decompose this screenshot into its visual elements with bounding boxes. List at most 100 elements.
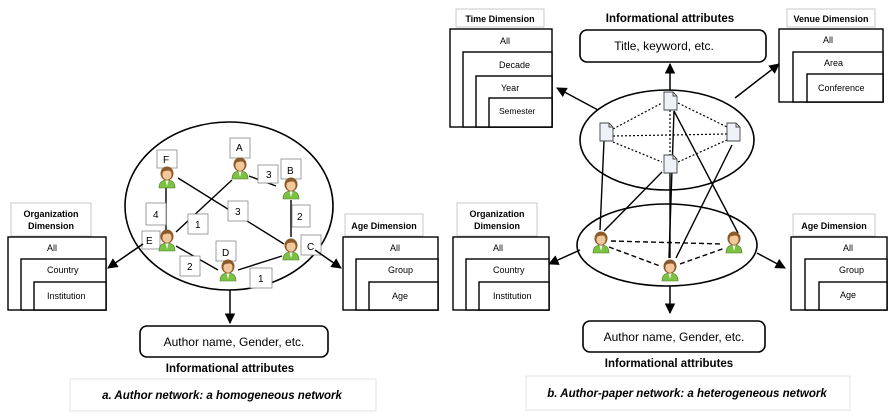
org-level-country: Country	[47, 265, 79, 275]
age-level-age: Age	[392, 291, 408, 301]
left-organization-dimension: Organization Dimension All Country Insti…	[7, 202, 107, 311]
age-level-group-right: Group	[839, 265, 864, 275]
person-icon	[282, 238, 300, 261]
paper-network-ellipse	[579, 89, 755, 191]
time-level-all: All	[500, 36, 510, 46]
left-attributes-box	[139, 325, 329, 358]
person-icon	[219, 259, 237, 282]
time-level-year: Year	[501, 83, 519, 93]
org-level-institution-right: Institution	[493, 291, 532, 301]
left-caption-box	[69, 378, 377, 412]
org-title-box-right	[456, 202, 538, 237]
person-icon	[661, 259, 679, 282]
node-label-d: D	[222, 248, 229, 259]
left-attributes-label: Informational attributes	[166, 363, 294, 375]
author-paper-links	[599, 110, 739, 259]
age-level-age-right: Age	[840, 290, 856, 300]
age-title: Age Dimension	[351, 221, 417, 231]
top-attributes-label: Informational attributes	[606, 13, 734, 25]
org-title-line2-right: Dimension	[474, 221, 520, 231]
arrow-to-venue	[734, 63, 780, 99]
top-attributes-box	[579, 29, 767, 63]
document-icon	[599, 122, 614, 142]
org-level-institution: Institution	[47, 291, 86, 301]
bottom-attributes-box	[582, 320, 766, 353]
age-title-box	[344, 213, 424, 237]
org-title-box	[10, 202, 92, 237]
right-author-paper-network: Time Dimension All Decade Year Semester …	[449, 8, 888, 411]
age-level-all-right: All	[843, 243, 853, 253]
right-caption: b. Author-paper network: a heterogeneous…	[547, 388, 827, 400]
document-icon	[663, 91, 678, 111]
edge-d-c	[237, 255, 283, 271]
left-age-dimension: Age Dimension All Group Age	[342, 213, 439, 311]
person-icon	[231, 157, 249, 180]
right-caption-box	[525, 375, 851, 411]
age-title-box-right	[792, 213, 876, 237]
time-dimension: Time Dimension All Decade Year Semester	[449, 8, 553, 128]
paper-links	[612, 102, 728, 163]
arrow-to-time	[556, 87, 599, 111]
org-title-line2: Dimension	[28, 221, 74, 231]
person-icon	[158, 166, 176, 189]
author-network-ellipse	[124, 121, 334, 291]
node-label-a: A	[236, 143, 243, 154]
arrow-to-left-age	[314, 249, 342, 269]
age-level-group: Group	[388, 265, 413, 275]
age-level-all: All	[390, 243, 400, 253]
bottom-attributes-label: Informational attributes	[605, 358, 733, 370]
weight-box-ae	[187, 213, 209, 235]
right-organization-dimension: Organization Dimension All Country Insti…	[452, 202, 550, 311]
edge-weight-fe: 4	[153, 210, 159, 221]
edge-weight-fc: 3	[235, 207, 241, 218]
node-label-f: F	[163, 155, 169, 166]
venue-level-area: Area	[824, 58, 843, 68]
edge-weight-ed: 2	[187, 262, 193, 273]
node-label-c: C	[307, 242, 314, 253]
age-title-right: Age Dimension	[801, 221, 867, 231]
document-icon	[726, 122, 741, 142]
org-title-line1: Organization	[23, 209, 78, 219]
edge-a-e	[175, 179, 233, 233]
org-level-country-right: Country	[493, 265, 525, 275]
time-level-semester: Semester	[499, 106, 536, 116]
person-icon	[592, 231, 610, 254]
venue-title-box	[786, 8, 876, 28]
edge-weight-bc: 2	[297, 212, 303, 223]
venue-level-conference: Conference	[818, 83, 865, 93]
label-box-e	[141, 230, 161, 250]
bottom-attributes-text: Author name, Gender, etc.	[604, 330, 745, 344]
person-icon	[725, 231, 743, 254]
time-level-decade: Decade	[499, 60, 530, 70]
time-title-box	[455, 8, 545, 28]
weight-box-fc	[227, 200, 249, 222]
weight-box-ed	[179, 255, 201, 277]
weight-box-dc	[249, 267, 273, 289]
org-level-all-right: All	[493, 243, 503, 253]
top-attributes-text: Title, keyword, etc.	[614, 39, 714, 53]
node-label-e: E	[146, 236, 153, 247]
person-icon	[158, 229, 176, 252]
weight-box-ab	[257, 164, 279, 184]
left-author-network: A B C D E F 3 2 1 2 4 1 3 Organization D…	[7, 121, 439, 412]
edge-weight-boxes	[145, 164, 311, 289]
org-title-line1-right: Organization	[469, 209, 524, 219]
right-age-dimension: Age Dimension All Group Age	[790, 213, 888, 311]
venue-title: Venue Dimension	[793, 14, 868, 24]
org-level-all: All	[47, 243, 57, 253]
author-network-ellipse-right	[576, 203, 758, 287]
edge-weight-ae: 1	[195, 220, 201, 231]
left-attributes-text: Author name, Gender, etc.	[164, 335, 305, 349]
arrow-to-left-organization	[107, 243, 144, 269]
person-icon	[282, 177, 300, 200]
left-caption: a. Author network: a homogeneous network	[102, 390, 342, 402]
node-label-b: B	[287, 166, 294, 177]
arrow-to-right-organization	[548, 249, 581, 265]
arrow-to-right-age	[756, 252, 786, 269]
document-icon	[663, 154, 678, 174]
edge-weight-ab: 3	[266, 170, 272, 181]
weight-box-fe	[145, 202, 167, 226]
author-links	[608, 240, 726, 267]
time-title: Time Dimension	[465, 14, 534, 24]
venue-level-all: All	[823, 35, 833, 45]
